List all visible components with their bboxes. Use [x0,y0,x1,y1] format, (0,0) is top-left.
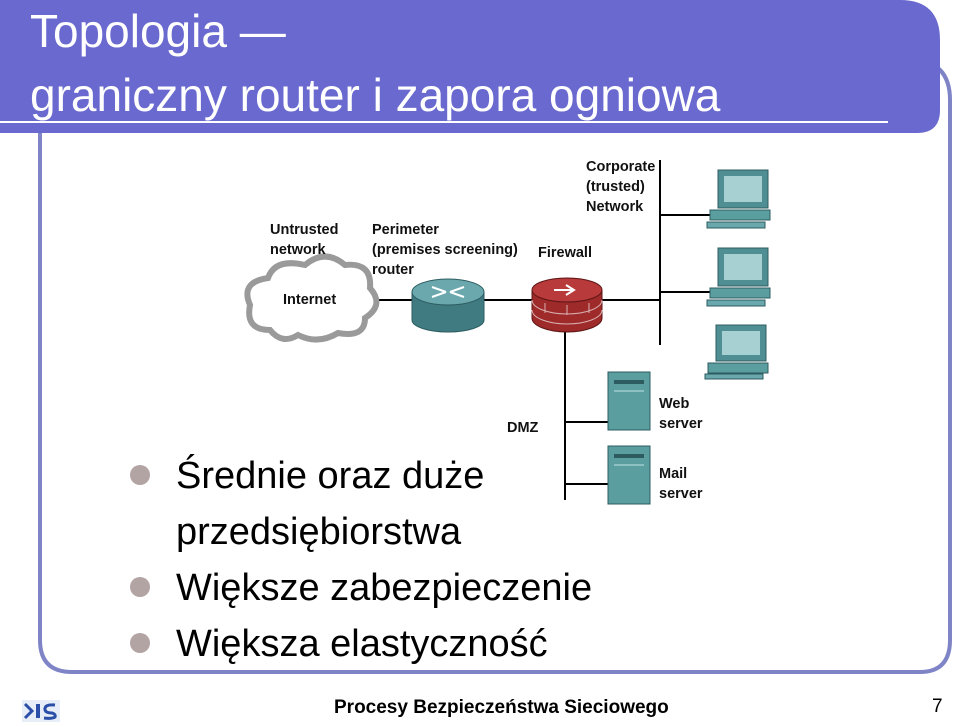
bullet-text: Średnie oraz duże przedsiębiorstwa [176,455,485,553]
bullet-text: Większa elastyczność [176,623,548,665]
label-mail-line2: server [659,486,703,502]
label-perimeter-router: Perimeter (premises screening) router [372,220,518,280]
title-band [0,0,940,133]
web-server-icon [607,371,651,431]
bullet-list: Średnie oraz duże przedsiębiorstwa Więks… [130,448,600,672]
label-dmz: DMZ [507,420,539,436]
bullet-dot [130,577,150,597]
router-icon [411,278,485,333]
workstation-1-icon [706,169,771,229]
label-mail-server: Mail server [659,464,703,504]
mail-server-icon [607,445,651,505]
label-corporate-network: Corporate (trusted) Network [586,157,655,217]
label-perimeter-line2: (premises screening) [372,242,518,258]
page-number: 7 [932,696,943,717]
bullet-dot [130,633,150,653]
label-web-line2: server [659,416,703,432]
label-untrusted-line2: network [270,242,326,258]
label-mail-line1: Mail [659,466,688,482]
label-untrusted-network: Untrusted network [270,220,338,260]
logo-icon [22,700,60,722]
workstation-3-icon [704,324,769,380]
bullet-item: Średnie oraz duże przedsiębiorstwa [130,448,600,560]
bullet-text: Większe zabezpieczenie [176,567,593,609]
firewall-icon [531,277,603,333]
label-internet: Internet [283,292,337,308]
workstation-2-icon [706,247,771,307]
label-perimeter-line3: router [372,262,414,278]
label-corporate-line2: (trusted) [586,179,645,195]
label-corporate-line1: Corporate [586,159,656,175]
bullet-dot [130,465,150,485]
label-perimeter-line1: Perimeter [372,222,439,238]
slide-title-line1: Topologia — [30,5,286,57]
label-firewall: Firewall [538,245,592,261]
footer-text: Procesy Bezpieczeństwa Sieciowego [334,697,669,718]
label-web-server: Web server [659,394,703,434]
label-corporate-line3: Network [586,199,644,215]
bullet-item: Większa elastyczność [130,616,600,672]
label-untrusted-line1: Untrusted [270,222,339,238]
internet-cloud-icon [244,253,380,343]
bullet-item: Większe zabezpieczenie [130,560,600,616]
slide-title-line2: graniczny router i zapora ogniowa [30,69,721,121]
frame-border [38,58,952,674]
label-web-line1: Web [659,396,690,412]
